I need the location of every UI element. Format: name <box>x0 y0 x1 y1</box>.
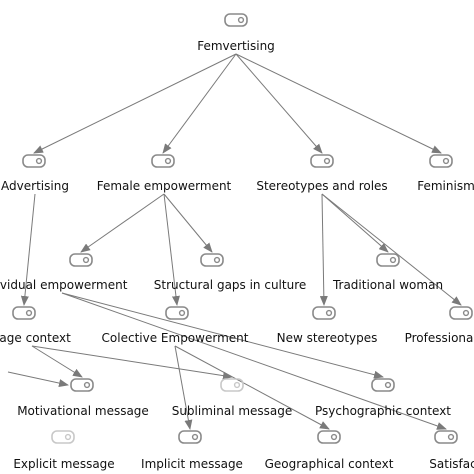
node-label-geographical-context[interactable]: Geographical context <box>264 457 394 471</box>
code-tag-icon[interactable] <box>310 154 334 168</box>
code-tag-icon[interactable] <box>429 154 453 168</box>
node-label-new-stereotypes[interactable]: New stereotypes <box>276 331 378 345</box>
code-tag-icon[interactable] <box>376 253 400 267</box>
node-label-subliminal-message[interactable]: Subliminal message <box>171 404 293 418</box>
code-tag-icon[interactable] <box>70 378 94 392</box>
code-tag-icon[interactable] <box>200 253 224 267</box>
code-tag-icon[interactable] <box>165 306 189 320</box>
edge-stereotypes_roles-to-traditional_woman <box>321 193 389 253</box>
edge-colective_empowerment-to-implicit_message <box>174 345 193 430</box>
node-label-explicit-message[interactable]: Explicit message <box>13 457 115 471</box>
edge-message_context-to-motivational_message <box>31 345 83 378</box>
node-label-traditional-woman[interactable]: Traditional woman <box>332 278 444 292</box>
node-label-female-empowerment[interactable]: Female empowerment <box>96 179 232 193</box>
code-tag-icon[interactable] <box>12 306 36 320</box>
edge-femvertising-to-female_empowerment <box>162 53 237 154</box>
edge-advertising-to-message_context <box>20 193 36 306</box>
code-tag-icon[interactable] <box>151 154 175 168</box>
edge-offscreen-to-motivational_message <box>7 371 69 388</box>
node-label-individual-empowerment[interactable]: ividual empowerment <box>0 278 128 292</box>
edge-stereotypes_roles-to-new_stereotypes <box>319 193 328 306</box>
edge-individual_empowerment-to-satisfaction <box>61 292 447 430</box>
code-tag-icon[interactable] <box>22 154 46 168</box>
edge-colective_empowerment-to-geographical_context <box>174 345 330 430</box>
edge-femvertising-to-stereotypes_roles <box>235 53 323 154</box>
code-tag-icon[interactable] <box>317 430 341 444</box>
node-label-satisfaction[interactable]: Satisfac <box>429 457 474 471</box>
edge-femvertising-to-advertising <box>33 53 237 154</box>
edge-female_empowerment-to-colective_empowerment <box>163 193 180 306</box>
edge-female_empowerment-to-individual_empowerment <box>80 193 165 253</box>
edge-message_context-to-subliminal_message <box>31 345 233 380</box>
edge-stereotypes_roles-to-professional <box>321 193 462 306</box>
code-tag-icon[interactable] <box>434 430 458 444</box>
code-tag-icon[interactable] <box>178 430 202 444</box>
node-label-professional[interactable]: Professiona <box>404 331 474 345</box>
code-tag-icon[interactable] <box>69 253 93 267</box>
code-tag-icon[interactable] <box>371 378 395 392</box>
node-label-implicit-message[interactable]: Implicit message <box>141 457 243 471</box>
node-label-femvertising[interactable]: Femvertising <box>197 39 275 53</box>
edge-individual_empowerment-to-psychographic_context <box>61 292 384 379</box>
code-tag-icon[interactable] <box>449 306 473 320</box>
edge-female_empowerment-to-structural_gaps <box>163 193 213 253</box>
node-label-stereotypes-roles[interactable]: Stereotypes and roles <box>256 179 388 193</box>
code-tag-icon[interactable] <box>224 13 248 27</box>
node-label-advertising[interactable]: Advertising <box>1 179 69 193</box>
code-tag-icon[interactable] <box>220 378 244 392</box>
node-label-psychographic-context[interactable]: Psychographic context <box>314 404 452 418</box>
edge-femvertising-to-feminism <box>235 53 442 154</box>
node-label-motivational-message[interactable]: Motivational message <box>17 404 149 418</box>
code-tag-icon[interactable] <box>51 430 75 444</box>
node-label-feminism[interactable]: Feminism <box>417 179 474 193</box>
node-label-message-context[interactable]: sage context <box>0 331 71 345</box>
code-tag-icon[interactable] <box>312 306 336 320</box>
node-label-colective-empowerment[interactable]: Colective Empowerment <box>101 331 249 345</box>
node-label-structural-gaps[interactable]: Structural gaps in culture <box>153 278 307 292</box>
